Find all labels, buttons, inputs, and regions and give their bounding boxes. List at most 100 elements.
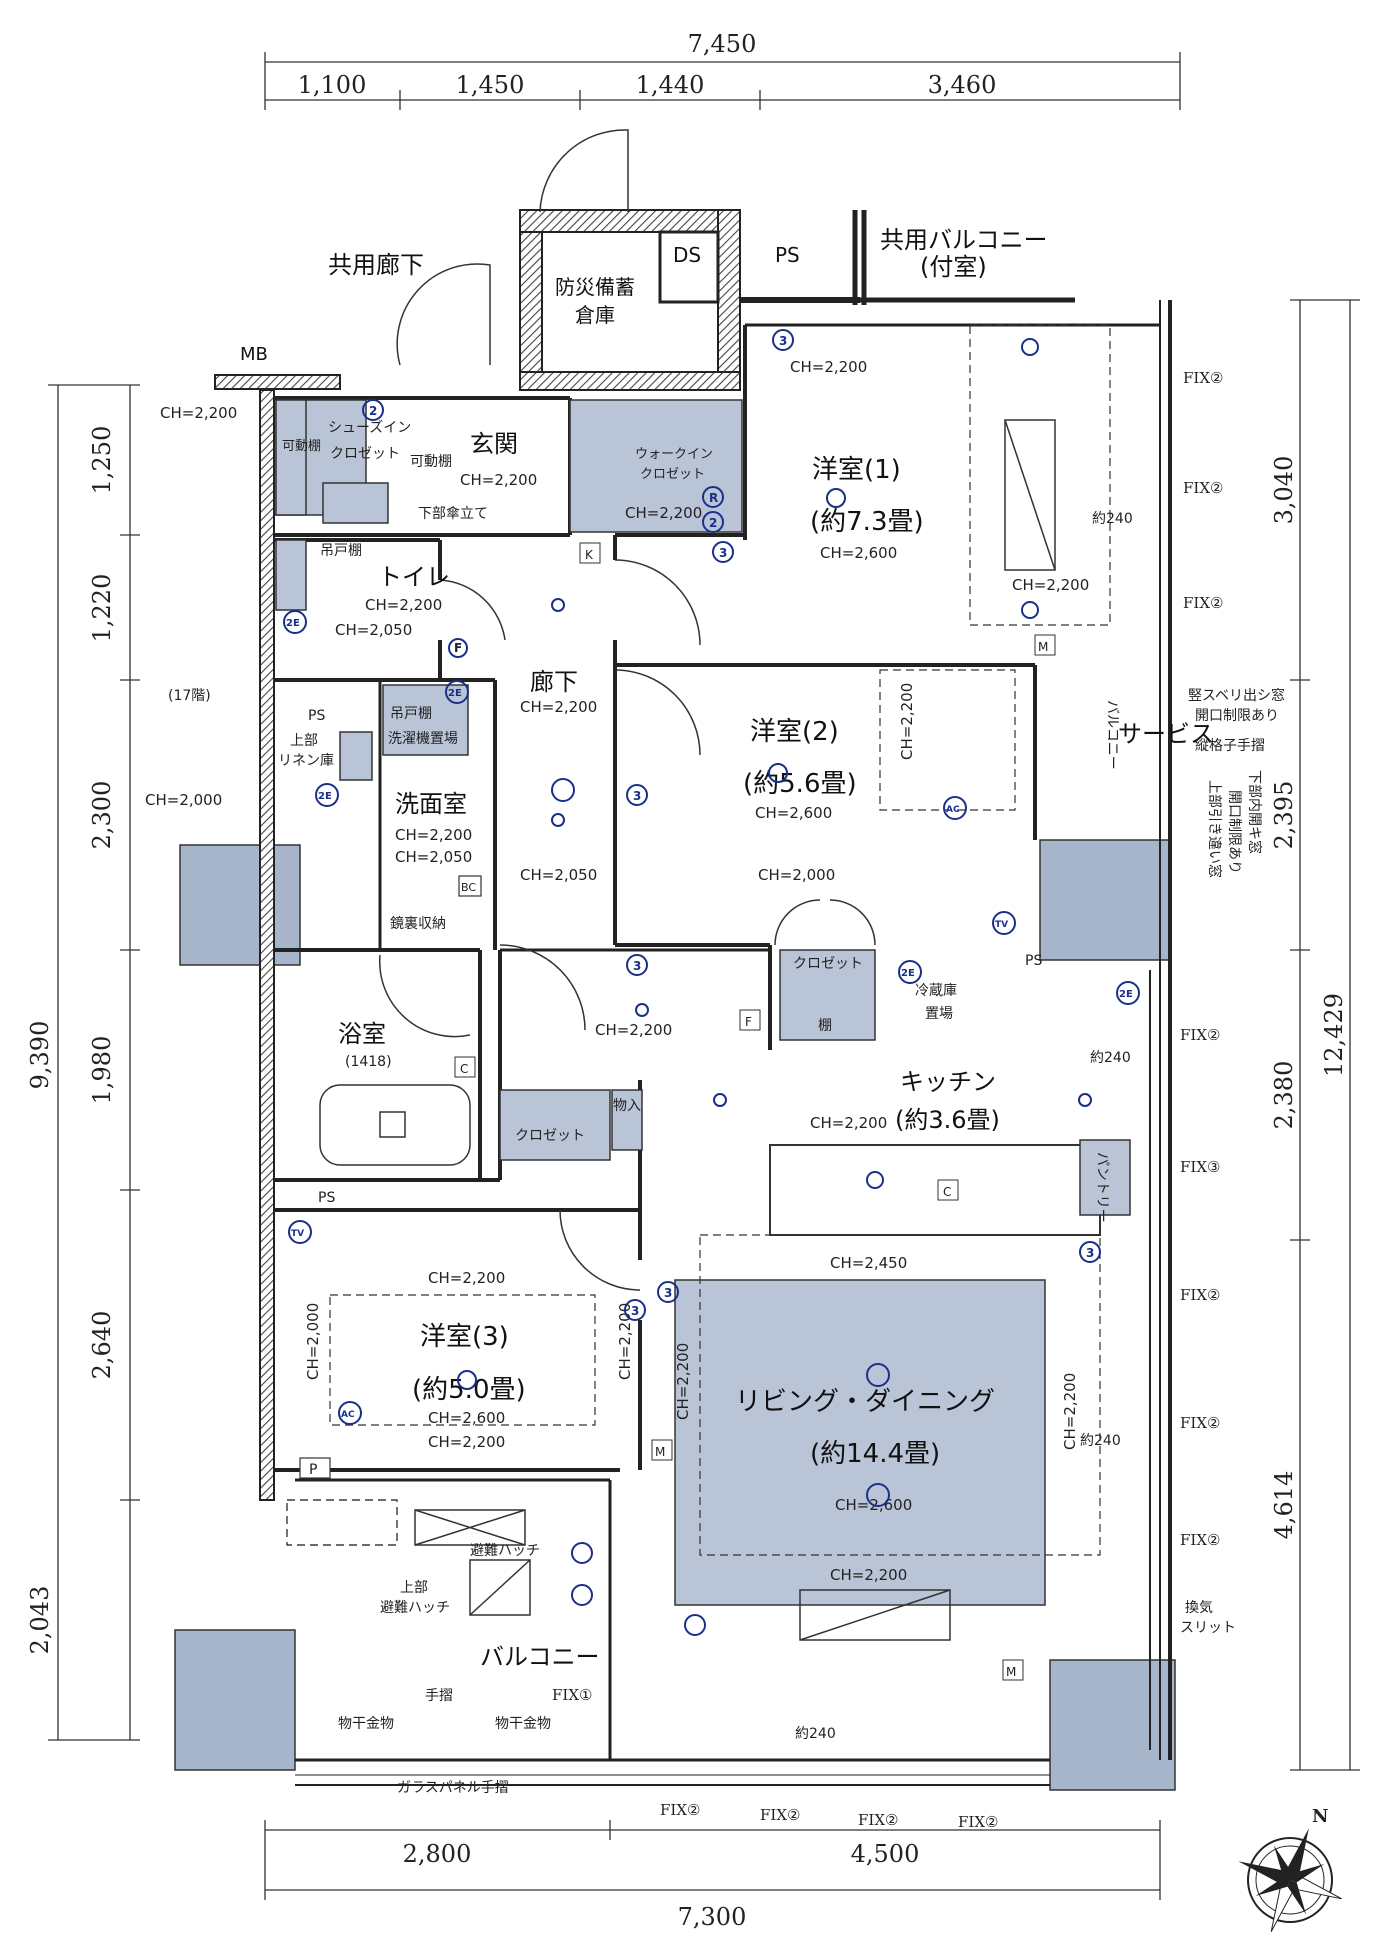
dim-top-3: 1,440: [636, 71, 705, 99]
light-icon: [826, 488, 846, 508]
dimension-right: 3,040 2,395 2,380 4,614 12,429: [1270, 299, 1360, 1771]
marker-r: R: [709, 491, 718, 505]
western3-size: (約5.0畳): [412, 1375, 526, 1405]
shoe-closet-label-1: シューズイン: [328, 420, 411, 436]
marker-3b: 3: [719, 546, 727, 560]
balcony-label: バルコニー: [480, 1643, 600, 1671]
kitchen-left-ch: CH=2,000: [145, 791, 222, 809]
movable-shelf-left: 可動棚: [282, 439, 321, 454]
column-right-upper: [1039, 839, 1171, 961]
marker-3d: 3: [633, 959, 641, 973]
light-icon: [768, 763, 788, 783]
toilet-ch2: CH=2,050: [335, 621, 412, 639]
bath-size: (1418): [345, 1054, 392, 1070]
marker-c2: C: [943, 1185, 951, 1199]
dim-top-2: 1,450: [456, 71, 525, 99]
light-icon: [866, 1363, 890, 1387]
linen-area: [339, 731, 373, 781]
movable-shelf-label: 可動棚: [410, 454, 452, 470]
dim-top-total: 7,450: [688, 30, 757, 58]
column-right-lower: [1049, 1659, 1176, 1791]
living-size: (約14.4畳): [810, 1439, 940, 1469]
dim-left-4: 1,980: [88, 1036, 116, 1105]
disaster-storage-label-2: 倉庫: [575, 303, 615, 327]
living-ch-right: CH=2,200: [1061, 1373, 1079, 1450]
marker-2b: 2: [709, 516, 717, 530]
light-icon: [457, 1370, 477, 1390]
ds-label: DS: [673, 243, 701, 267]
western3-ch-bottom: CH=2,200: [428, 1433, 505, 1451]
toilet-ch1: CH=2,200: [365, 596, 442, 614]
common-balcony-label-1: 共用バルコニー: [880, 226, 1048, 254]
light-icon: [635, 1003, 649, 1017]
doors: [378, 129, 876, 1291]
kitchen-label: キッチン: [900, 1068, 996, 1096]
washer-space-label: 洗濯機置場: [388, 731, 458, 747]
evac-label-1: 上部: [400, 1580, 428, 1596]
hanging-shelf-label: 吊戸棚: [320, 543, 362, 559]
vertical-rail-label: 縦格子手摺: [1195, 738, 1265, 754]
corridor-label: 廊下: [530, 668, 578, 696]
bath-drain: [379, 1111, 406, 1138]
marker-3e: 3: [664, 1286, 672, 1300]
marker-f2: F: [745, 1015, 752, 1029]
fix-right-4: FIX②: [1180, 1026, 1220, 1044]
fridge-label-2: 置場: [925, 1006, 953, 1022]
western1-skylight: [1004, 419, 1056, 571]
washroom-ch1: CH=2,200: [395, 826, 472, 844]
shoe-closet-label-2: クロゼット: [330, 446, 400, 462]
lower-window-2: 開口制限あり: [1226, 790, 1242, 874]
dim-top-4: 3,460: [928, 71, 997, 99]
western1-top-ch: CH=2,200: [790, 358, 867, 376]
storage-area: [611, 1089, 643, 1151]
western1-size: (約7.3畳): [810, 507, 924, 537]
living-ch-top: CH=2,450: [830, 1254, 907, 1272]
mb-label: MB: [240, 344, 268, 365]
dimension-bottom: 2,800 4,500 7,300: [264, 1820, 1161, 1931]
marker-2a: 2: [369, 404, 377, 418]
western3-ch-left: CH=2,000: [304, 1303, 322, 1380]
dim-top-1: 1,100: [298, 71, 367, 99]
western1-right-ch: CH=2,200: [1012, 576, 1089, 594]
light-icon: [571, 1584, 593, 1606]
dim-bottom-1: 2,800: [403, 1840, 472, 1868]
bath-label: 浴室: [338, 1020, 386, 1048]
dim-left-5: 2,640: [88, 1311, 116, 1380]
light-icon: [684, 1614, 706, 1636]
fix-bottom-2: FIX②: [760, 1806, 800, 1824]
marker-e1: 2E: [286, 618, 300, 629]
marker-e5: 2E: [1119, 989, 1133, 1000]
outer-walls: [214, 209, 1172, 1786]
room-labels: 共用廊下 MB 防災備蓄 倉庫 DS PS 共用バルコニー (付室) 玄関 CH…: [145, 226, 1285, 1796]
washroom-ch2: CH=2,050: [395, 848, 472, 866]
western2-size: (約5.6畳): [743, 769, 857, 799]
mirror-storage-label: 鏡裏収納: [390, 915, 446, 932]
glass-handrail-label: ガラスパネル手摺: [397, 1780, 509, 1796]
western3-ceiling-dash: [329, 1294, 596, 1426]
walk-in-closet-area: [569, 399, 743, 533]
dim-bottom-2: 4,500: [851, 1840, 920, 1868]
dim-left-1: 1,250: [88, 426, 116, 495]
shoe-shelf-area: [275, 399, 307, 516]
umbrella-label: 下部傘立て: [418, 506, 488, 522]
dim-left-2: 1,220: [88, 574, 116, 643]
marker-tv2: TV: [291, 1229, 304, 1239]
slide-window-2: 開口制限あり: [1195, 708, 1279, 724]
evac-label-2: 避難ハッチ: [380, 1600, 450, 1616]
ps-bath-label: PS: [318, 1190, 335, 1206]
common-balcony-label-2: (付室): [920, 253, 987, 281]
fix-bottom-1: FIX②: [660, 1801, 700, 1819]
vent-label-2: スリット: [1180, 1620, 1236, 1636]
living-ceiling-dash: [699, 1234, 1101, 1556]
compass-north-label: N: [1312, 1806, 1328, 1827]
light-fixtures: [457, 338, 1092, 1636]
toilet-shelf: [275, 539, 307, 611]
fix-right-5: FIX③: [1180, 1158, 1220, 1176]
western3-ch-right: CH=2,200: [616, 1303, 634, 1380]
dim-left-total: 9,390: [26, 1021, 54, 1090]
light-icon: [551, 813, 565, 827]
closet-hall-area: [499, 1089, 611, 1161]
light-icon: [551, 598, 565, 612]
dim-left-6: 2,043: [26, 1586, 54, 1655]
closet-mid-area: [779, 949, 876, 1041]
